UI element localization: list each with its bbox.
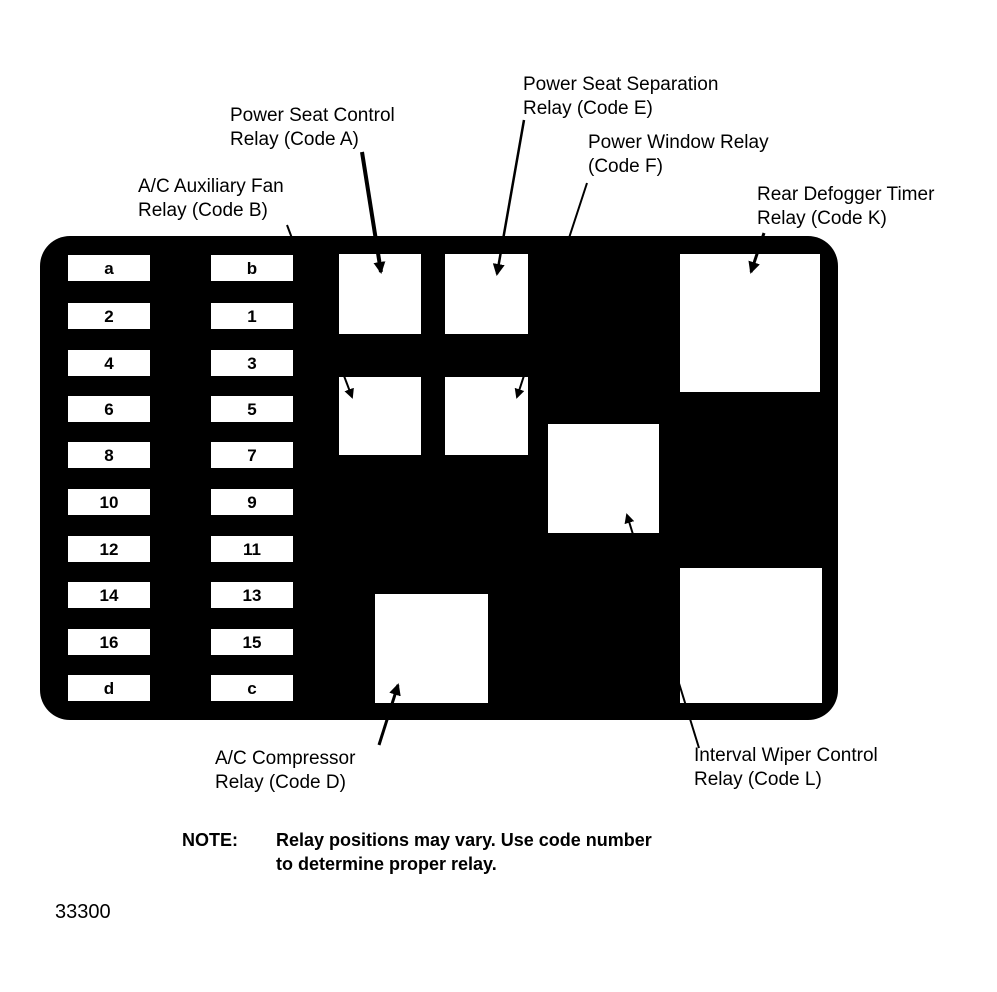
leader-arrow-code-a bbox=[360, 151, 386, 274]
callout-ac-auxiliary-fan-relay: A/C Auxiliary Fan Relay (Code B) bbox=[138, 176, 284, 221]
fuse-slot bbox=[68, 303, 150, 329]
leader-arrow-code-l bbox=[624, 513, 700, 749]
relay-socket-code-d bbox=[375, 594, 488, 703]
fuse-label: 12 bbox=[100, 540, 119, 559]
callout-power-seat-separation-relay: Power Seat Separation Relay (Code E) bbox=[523, 74, 719, 119]
leader-lines bbox=[286, 119, 766, 749]
fuse-label: 6 bbox=[104, 400, 113, 419]
fuse-label: 5 bbox=[247, 400, 256, 419]
callout-ac-compressor-relay: A/C Compressor Relay (Code D) bbox=[215, 748, 356, 793]
fuse-slot bbox=[211, 442, 293, 468]
fuse-slot bbox=[211, 396, 293, 422]
fuse-label: 3 bbox=[247, 354, 256, 373]
fuse-label: 4 bbox=[104, 354, 114, 373]
fuse-slot bbox=[211, 489, 293, 515]
fuse-slot bbox=[68, 536, 150, 562]
relay-socket-code-b bbox=[339, 377, 421, 455]
leader-arrow-code-k bbox=[748, 232, 766, 274]
fuse-slot bbox=[211, 582, 293, 608]
fuse-label: 1 bbox=[247, 307, 256, 326]
fuse-label: 13 bbox=[243, 586, 262, 605]
callout-power-seat-control-relay: Power Seat Control Relay (Code A) bbox=[230, 105, 395, 150]
fuse-slot bbox=[68, 255, 150, 281]
relay-socket-code-e bbox=[445, 254, 528, 334]
fuse-label: 15 bbox=[243, 633, 262, 652]
fuse-slot bbox=[68, 629, 150, 655]
fuse-slot bbox=[68, 442, 150, 468]
fuse-column-left bbox=[68, 255, 150, 701]
fuse-slot bbox=[68, 489, 150, 515]
fuse-label: b bbox=[247, 259, 257, 278]
fuse-label: 9 bbox=[247, 493, 256, 512]
fuse-label: 7 bbox=[247, 446, 256, 465]
fuse-slot bbox=[211, 629, 293, 655]
leader-arrow-code-f bbox=[514, 182, 588, 399]
fuse-slot bbox=[211, 303, 293, 329]
fuse-label: 11 bbox=[243, 540, 261, 559]
relay-socket-unlabeled bbox=[680, 568, 822, 703]
fuse-slot bbox=[211, 255, 293, 281]
fuse-label: 14 bbox=[100, 586, 119, 605]
fuse-slot bbox=[68, 350, 150, 376]
fuse-label: 10 bbox=[100, 493, 119, 512]
callout-rear-defogger-timer-relay: Rear Defogger Timer Relay (Code K) bbox=[757, 184, 935, 229]
fuse-label: d bbox=[104, 679, 114, 698]
note-text: Relay positions may vary. Use code numbe… bbox=[276, 830, 652, 874]
fuse-slot bbox=[211, 350, 293, 376]
callout-interval-wiper-control-relay: Interval Wiper Control Relay (Code L) bbox=[694, 745, 878, 790]
note-label: NOTE: bbox=[182, 830, 238, 850]
callout-power-window-relay: Power Window Relay (Code F) bbox=[588, 132, 769, 177]
fuse-slot bbox=[211, 536, 293, 562]
leader-arrow-code-d bbox=[377, 683, 401, 746]
fuse-column-right bbox=[211, 255, 293, 701]
figure-number: 33300 bbox=[55, 901, 111, 923]
fuse-label: 2 bbox=[104, 307, 113, 326]
fuse-label: a bbox=[104, 259, 114, 278]
fuse-slot bbox=[211, 675, 293, 701]
fuse-label: 16 bbox=[100, 633, 119, 652]
fuse-slot bbox=[68, 675, 150, 701]
relay-socket-code-l bbox=[548, 424, 659, 533]
fuse-label: 8 bbox=[104, 446, 113, 465]
fuse-label: c bbox=[247, 679, 256, 698]
fuse-slot bbox=[68, 396, 150, 422]
relay-socket-code-k bbox=[680, 254, 820, 392]
leader-arrow-code-e bbox=[492, 119, 526, 276]
fuse-slot bbox=[68, 582, 150, 608]
relay-socket-code-f bbox=[445, 377, 528, 455]
leader-arrow-code-b bbox=[286, 224, 354, 399]
